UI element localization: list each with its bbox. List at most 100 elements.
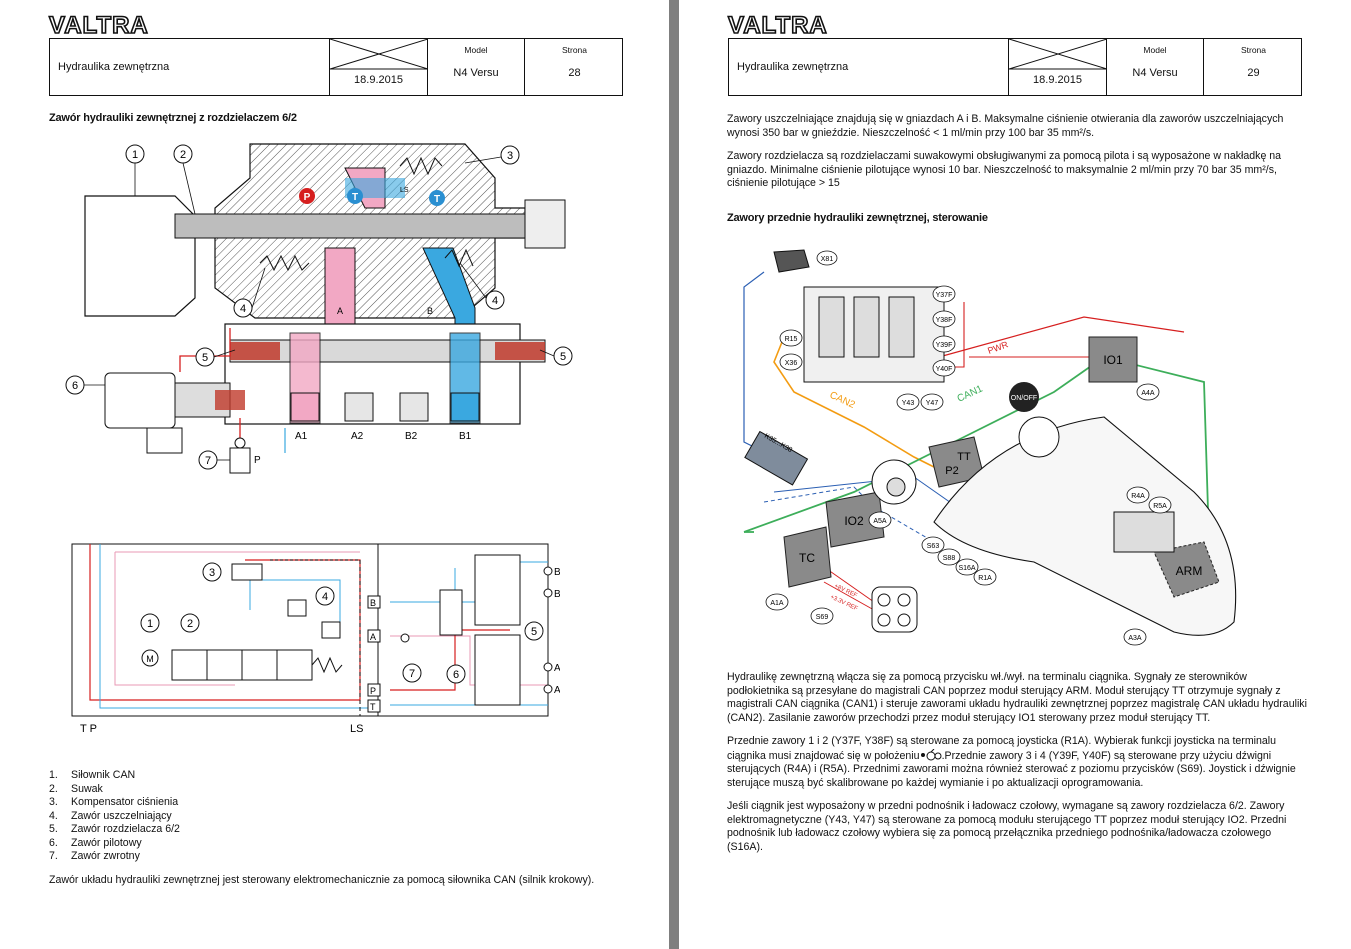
- onoff-button-label: ON/OFF: [1011, 395, 1037, 402]
- schem-callout-6: 6: [453, 669, 459, 681]
- r4a-label: R4A: [1131, 493, 1145, 500]
- page-number: 29: [1247, 67, 1260, 79]
- motor-label: M: [146, 654, 154, 664]
- header-page-cell: Strona 28: [524, 39, 624, 95]
- p2-label: P2: [945, 465, 958, 477]
- pilot-valve-motor: [104, 372, 176, 429]
- a1a-label: A1A: [770, 600, 784, 607]
- port-a2-label: A2: [351, 431, 364, 442]
- crossed-box-icon: [1009, 39, 1107, 70]
- intro-text: Zawory uszczelniające znajdują się w gni…: [727, 113, 1307, 201]
- check-valve: [229, 447, 251, 474]
- legend-item: 4.Zawór uszczelniający: [49, 809, 172, 822]
- s69-label: S69: [816, 614, 829, 621]
- model-label: Model: [1143, 45, 1167, 55]
- joystick-position-icon: [920, 748, 942, 760]
- channel-a-label: A: [337, 306, 343, 316]
- schem-a2-label: A2: [554, 663, 560, 674]
- body-paragraph-2: Przednie zawory 1 i 2 (Y37F, Y38F) są st…: [727, 735, 1296, 789]
- y38f-label: Y38F: [936, 317, 953, 324]
- callout-6: 6: [72, 380, 78, 392]
- valtra-logo: VALTRA: [727, 11, 828, 40]
- armrest: [933, 416, 1237, 636]
- legend-item: 2.Suwak: [49, 782, 103, 795]
- page-header: Hydraulika zewnętrzna 18.9.2015 Model N4…: [49, 38, 623, 96]
- schem-callout-3: 3: [209, 567, 215, 579]
- schem-callout-2: 2: [187, 618, 193, 630]
- r5a-label: R5A: [1153, 503, 1167, 510]
- schem-a-label: A: [370, 632, 376, 642]
- header-model-cell: Model N4 Versu: [1106, 39, 1203, 95]
- valve-cross-section-figure: P T T LS A B A1 A2 B2 B1: [65, 143, 573, 474]
- y40f-label: Y40F: [936, 366, 953, 373]
- callout-3: 3: [507, 150, 513, 162]
- schem-callout-4: 4: [322, 591, 328, 603]
- legend-item: 3.Kompensator ciśnienia: [49, 796, 179, 808]
- can1-label: CAN1: [956, 383, 985, 404]
- header-date-cell: 18.9.2015: [329, 39, 428, 95]
- port-b2-label: B2: [405, 431, 418, 442]
- header-date: 18.9.2015: [354, 74, 403, 86]
- schem-a1-label: A1: [554, 685, 560, 696]
- y39f-label: Y39F: [936, 342, 953, 349]
- x36-label: X36: [785, 360, 798, 367]
- a3a-label: A3A: [1128, 635, 1142, 642]
- arm-label: ARM: [1176, 564, 1203, 578]
- can2-label: CAN2: [828, 390, 857, 411]
- valtra-logo: VALTRA: [48, 11, 149, 40]
- document-page-right: VALTRA Hydraulika zewnętrzna 18.9.2015 M…: [679, 0, 1351, 949]
- header-title: Hydraulika zewnętrzna: [58, 61, 170, 73]
- page-label: Strona: [561, 45, 588, 55]
- ls-label: LS: [400, 187, 409, 194]
- header-date: 18.9.2015: [1033, 74, 1082, 86]
- schem-b2-label: B2: [554, 589, 560, 600]
- callout-5b: 5: [560, 351, 566, 363]
- footer-paragraph: Zawór układu hydrauliki zewnętrznej jest…: [49, 874, 595, 886]
- crossed-box-icon: [330, 39, 428, 70]
- callout-1: 1: [132, 149, 138, 161]
- port-p-label: P: [304, 192, 311, 203]
- legend-item: 1.Siłownik CAN: [49, 769, 136, 781]
- model-value: N4 Versu: [453, 67, 499, 79]
- y37f-label: Y37F: [936, 292, 953, 299]
- intro-paragraph-2: Zawory rozdzielacza są rozdzielaczami su…: [727, 150, 1282, 189]
- x81-label: X81: [821, 256, 834, 263]
- page-header: Hydraulika zewnętrzna 18.9.2015 Model N4…: [728, 38, 1302, 96]
- schem-callout-5: 5: [531, 626, 537, 638]
- front-hydraulics-control-diagram: IO1 ON/OFF TT P2 IO2 TC +8V REF +3.3V RE…: [743, 249, 1237, 646]
- body-text: Hydraulikę zewnętrzną włącza się za pomo…: [727, 671, 1307, 864]
- can-actuator-body: [84, 195, 196, 317]
- port-b1-label: B1: [459, 431, 472, 442]
- callout-4a: 4: [240, 303, 246, 315]
- s88-label: S88: [943, 555, 956, 562]
- port-t2-label: T: [434, 194, 440, 205]
- schem-p-label: P: [370, 686, 376, 696]
- tc-label: TC: [799, 551, 815, 565]
- r1a-label: R1A: [978, 575, 992, 582]
- channel-b-label: B: [427, 306, 433, 316]
- schem-callout-1: 1: [147, 618, 153, 630]
- s16a-label: S16A: [958, 565, 975, 572]
- header-title: Hydraulika zewnętrzna: [737, 61, 849, 73]
- hydraulic-schematic-figure: M B A P T B1 B2 A2 A1 T P LS: [71, 543, 560, 735]
- schem-b1-label: B1: [554, 567, 560, 578]
- model-value: N4 Versu: [1132, 67, 1178, 79]
- y43-label: Y43: [902, 400, 915, 407]
- check-valve-p-label: P: [254, 455, 261, 466]
- legend-item: 6.Zawór pilotowy: [49, 836, 142, 849]
- legend-item: 5.Zawór rozdzielacza 6/2: [49, 823, 180, 835]
- s63-label: S63: [927, 543, 940, 550]
- callout-2: 2: [180, 149, 186, 161]
- io1-label: IO1: [1103, 353, 1123, 367]
- intro-paragraph-1: Zawory uszczelniające znajdują się w gni…: [727, 113, 1284, 139]
- section-title: Zawór hydrauliki zewnętrznej z rozdziela…: [49, 112, 297, 124]
- body-paragraph-3: Jeśli ciągnik jest wyposażony w przedni …: [727, 800, 1287, 853]
- page-label: Strona: [1240, 45, 1267, 55]
- port-a1-label: A1: [295, 431, 308, 442]
- schem-callout-7: 7: [409, 668, 415, 680]
- callout-5a: 5: [202, 352, 208, 364]
- callout-4b: 4: [492, 295, 498, 307]
- y47-label: Y47: [926, 400, 939, 407]
- port-t1-label: T: [352, 192, 358, 203]
- header-date-cell: 18.9.2015: [1008, 39, 1107, 95]
